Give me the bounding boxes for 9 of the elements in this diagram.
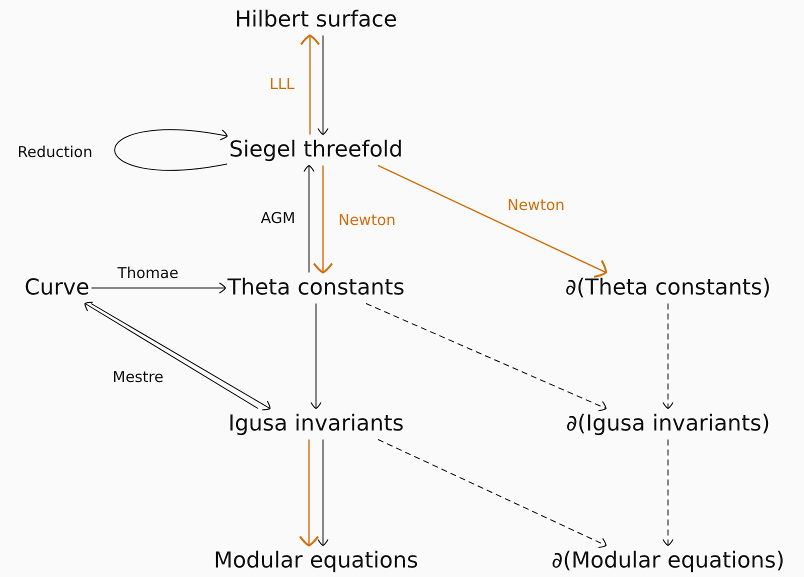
node-label: Curve [22, 272, 92, 304]
node-label: Modular equations [212, 546, 420, 576]
node-label: ∂(Modular equations) [549, 546, 787, 576]
node-label: ∂(Igusa invariants) [564, 408, 772, 440]
node-label: ∂(Theta constants) [563, 272, 773, 304]
node-label: Igusa invariants [226, 408, 406, 440]
node-label: Hilbert surface [232, 4, 400, 36]
node-label: Theta constants [225, 272, 407, 304]
node-label: Siegel threefold [227, 134, 405, 166]
